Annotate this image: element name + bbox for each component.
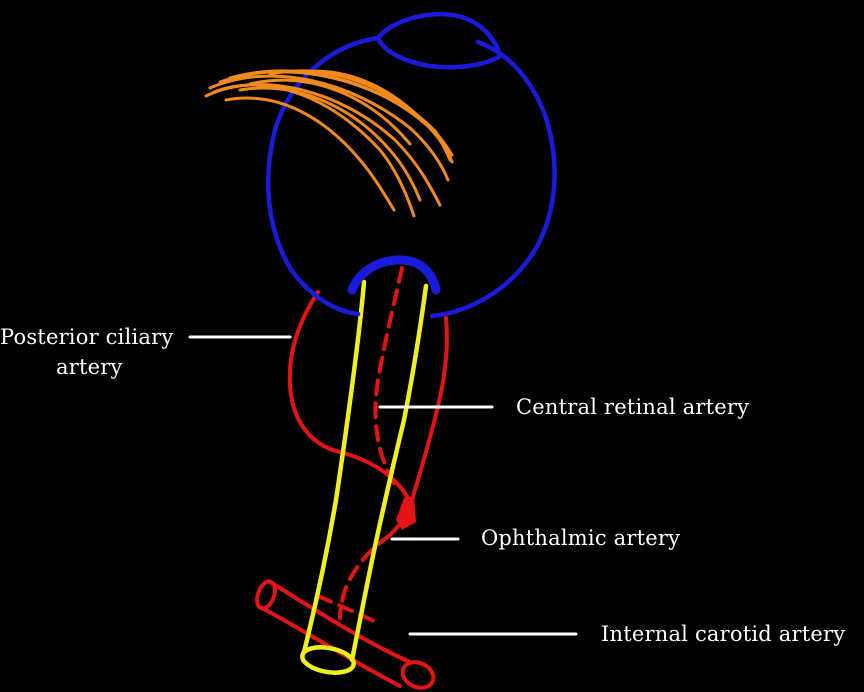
label-posterior-ciliary-line1: Posterior ciliary bbox=[0, 325, 173, 349]
label-internal-carotid-artery: Internal carotid artery bbox=[601, 622, 845, 646]
label-posterior-ciliary-line2: artery bbox=[56, 355, 123, 379]
label-central-retinal-artery: Central retinal artery bbox=[516, 395, 749, 419]
label-ophthalmic-artery: Ophthalmic artery bbox=[481, 526, 680, 550]
